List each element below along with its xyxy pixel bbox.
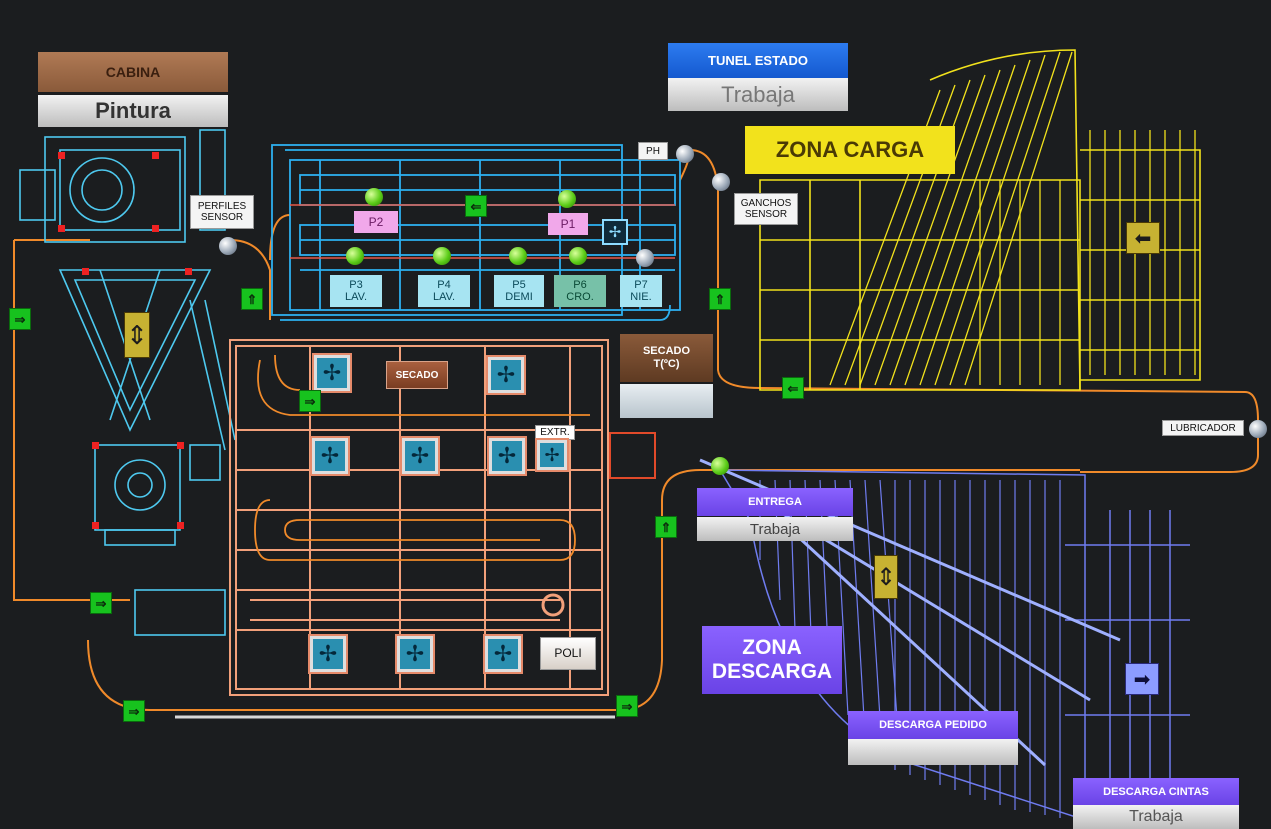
lubricador-sensor-icon <box>1249 420 1267 438</box>
oven-fan-icon[interactable]: ✢ <box>488 357 524 393</box>
perfiles-sensor-icon <box>219 237 237 255</box>
oven-fan-icon[interactable]: ✢ <box>397 636 433 672</box>
tunnel-fan-icon[interactable]: ✢ <box>602 219 628 245</box>
zona-descarga-label: ZONA DESCARGA <box>702 626 842 694</box>
station-p2[interactable]: P2 <box>354 211 398 233</box>
entrega-value: Trabaja <box>697 517 853 541</box>
descarga-pedido-header: DESCARGA PEDIDO <box>848 711 1018 739</box>
oven-heat-loops <box>254 354 590 561</box>
oven-fan-icon[interactable]: ✢ <box>485 636 521 672</box>
unload-elevator-icon[interactable]: ⇕ <box>874 555 898 599</box>
oven-fan-icon[interactable]: ✢ <box>402 438 438 474</box>
oven-fan-icon[interactable]: ✢ <box>489 438 525 474</box>
tunel-estado-header: TUNEL ESTADO <box>668 43 848 78</box>
conveyor-arrow-up-icon[interactable]: ⇑ <box>709 288 731 310</box>
secado-temp-value <box>620 384 713 418</box>
pump-p4-status-icon <box>433 247 451 265</box>
station-p5[interactable]: P5 DEMI <box>494 275 544 307</box>
ganchos-sensor-icon <box>712 173 730 191</box>
entrega-header: ENTREGA <box>697 488 853 516</box>
oven-fan-icon[interactable]: ✢ <box>312 438 348 474</box>
unload-direction-right-icon[interactable]: ➡ <box>1125 663 1159 695</box>
pump-p3-status-icon <box>346 247 364 265</box>
lubricador-tag: LUBRICADOR <box>1162 420 1244 436</box>
descarga-cintas-header: DESCARGA CINTAS <box>1073 778 1239 805</box>
ph-sensor-icon <box>676 145 694 163</box>
pump-p2-status-icon <box>365 188 383 206</box>
conveyor-arrow-icon[interactable]: ⇒ <box>9 308 31 330</box>
perfiles-sensor-tag: PERFILES SENSOR <box>190 195 254 229</box>
pump-p5-status-icon <box>509 247 527 265</box>
oven-fan-icon[interactable]: ✢ <box>310 636 346 672</box>
station-p1[interactable]: P1 <box>548 213 588 235</box>
station-p7[interactable]: P7 NIE. <box>620 275 662 307</box>
conveyor-arrow-right-icon[interactable]: ⇒ <box>90 592 112 614</box>
paint-booth-markers <box>58 152 192 529</box>
conveyor-line <box>13 149 1259 711</box>
conveyor-arrow-up-icon[interactable]: ⇑ <box>655 516 677 538</box>
conveyor-arrow-left-icon[interactable]: ⇐ <box>782 377 804 399</box>
extr-fan-icon[interactable]: ✢ <box>537 440 567 470</box>
conveyor-arrow-right-icon[interactable]: ⇒ <box>123 700 145 722</box>
descarga-pedido-value <box>848 739 1018 765</box>
tunnel-arrow-left-icon[interactable]: ⇐ <box>465 195 487 217</box>
conveyor-arrow-up-icon[interactable]: ⇑ <box>241 288 263 310</box>
secado-temp-header: SECADO T(ºC) <box>620 334 713 382</box>
pump-p6-status-icon <box>569 247 587 265</box>
extr-tag: EXTR. <box>535 425 575 440</box>
oven-arrow-right-icon[interactable]: ⇒ <box>299 390 321 412</box>
cabina-value: Pintura <box>38 95 228 127</box>
descarga-cintas-value: Trabaja <box>1073 805 1239 829</box>
oven-burner <box>541 593 565 617</box>
oven-drawing <box>229 339 609 696</box>
load-zone-hooks <box>829 51 1196 386</box>
load-direction-left-icon[interactable]: ⬅ <box>1126 222 1160 254</box>
cabina-header: CABINA <box>38 52 228 92</box>
zona-carga-label: ZONA CARGA <box>745 126 955 174</box>
ganchos-sensor-tag: GANCHOS SENSOR <box>734 193 798 225</box>
ph-tag: PH <box>638 142 668 160</box>
conveyor-arrow-right-icon[interactable]: ⇒ <box>616 695 638 717</box>
pump-p7-status-icon <box>636 249 654 267</box>
pump-p1-status-icon <box>558 190 576 208</box>
oven-fan-icon[interactable]: ✢ <box>314 355 350 391</box>
station-p6[interactable]: P6 CRO. <box>554 275 606 307</box>
station-p3[interactable]: P3 LAV. <box>330 275 382 307</box>
poli-tag: POLI <box>540 637 596 670</box>
secado-label: SECADO <box>386 361 448 389</box>
wash-tunnel-drawing <box>271 144 681 321</box>
tunel-estado-value: Trabaja <box>668 78 848 111</box>
station-p4[interactable]: P4 LAV. <box>418 275 470 307</box>
oven-exhaust <box>609 432 656 479</box>
booth-elevator-icon[interactable]: ⇕ <box>124 312 150 358</box>
entrega-sensor-icon <box>711 457 729 475</box>
